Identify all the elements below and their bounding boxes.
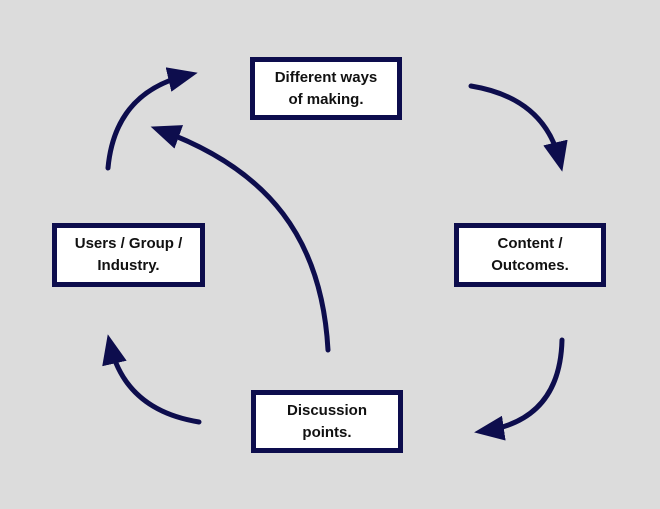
arrow-users-to-making <box>105 67 198 171</box>
arrow-content-to-discussion <box>474 337 565 441</box>
node-label: Content / Outcomes. <box>491 235 569 274</box>
node-content-outcomes: Content / Outcomes. <box>454 223 606 287</box>
node-label: Users / Group / Industry. <box>74 235 183 274</box>
arrow-discussion-to-users <box>102 334 202 425</box>
node-different-ways-of-making: Different ways of making. <box>250 57 402 120</box>
arrow-making-to-content <box>468 83 568 172</box>
node-label: Different ways of making. <box>274 68 378 108</box>
node-users-group-industry: Users / Group / Industry. <box>52 223 205 287</box>
node-discussion-points: Discussion points. <box>251 390 403 453</box>
node-label: Discussion points. <box>286 401 368 441</box>
arrow-discussion-to-making <box>150 125 331 353</box>
